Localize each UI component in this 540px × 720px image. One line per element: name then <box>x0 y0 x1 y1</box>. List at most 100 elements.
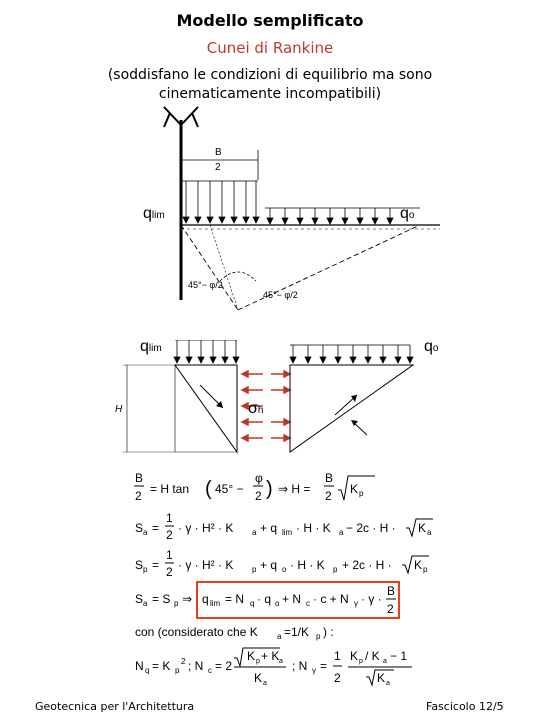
svg-text:1: 1 <box>166 548 173 562</box>
dim-2-label: 2 <box>215 162 221 173</box>
svg-text:p: p <box>423 565 428 574</box>
svg-text:) :: ) : <box>323 625 334 639</box>
svg-text:B: B <box>387 584 395 598</box>
svg-text:q: q <box>202 592 209 606</box>
qlim-label-top: qlim <box>143 205 165 222</box>
qo-label-bottom: qo <box>424 338 439 355</box>
qlim-load-arrows-bottom <box>173 340 240 364</box>
svg-text:K: K <box>418 521 426 535</box>
svg-text:=: = <box>320 659 327 673</box>
sigma-h-label: σh <box>248 400 264 417</box>
svg-text:=: = <box>152 558 159 572</box>
svg-text:q: q <box>145 666 149 675</box>
svg-text:+ 2c · H ·: + 2c · H · <box>342 558 392 572</box>
svg-text:2: 2 <box>166 528 173 542</box>
svg-text:c: c <box>306 599 310 608</box>
svg-text:S: S <box>135 558 143 572</box>
svg-text:c: c <box>208 666 212 675</box>
svg-text:lim: lim <box>282 528 293 537</box>
svg-text:⇒: ⇒ <box>182 592 192 606</box>
svg-text:a: a <box>263 680 267 687</box>
svg-text:+ K: + K <box>261 649 279 663</box>
svg-text:N: N <box>135 659 144 673</box>
height-label: H <box>115 404 123 415</box>
svg-text:2: 2 <box>325 489 332 503</box>
svg-text:· H · K: · H · K <box>296 521 331 535</box>
svg-text:K: K <box>350 482 358 496</box>
svg-text:p: p <box>174 599 179 608</box>
footer-left: Geotecnica per l'Architettura <box>35 700 195 713</box>
svg-text:K: K <box>377 671 385 685</box>
svg-text:= K: = K <box>152 659 170 673</box>
page-subtitle: Cunei di Rankine <box>206 39 334 57</box>
svg-text:a: a <box>143 599 148 608</box>
svg-text:2: 2 <box>166 565 173 579</box>
qo-load-arrows-bottom <box>289 344 414 364</box>
svg-text:a: a <box>143 528 148 537</box>
svg-text:S: S <box>135 592 143 606</box>
svg-text:− 1: − 1 <box>390 649 407 663</box>
svg-text:; N: ; N <box>292 659 307 673</box>
svg-text:o: o <box>275 599 280 608</box>
svg-text:a: a <box>279 658 283 665</box>
svg-text:1: 1 <box>334 649 341 663</box>
svg-text:· γ · H² · K: · γ · H² · K <box>178 558 233 572</box>
svg-text:=: = <box>152 521 159 535</box>
svg-text:2: 2 <box>135 489 142 503</box>
rankine-wedge-diagram-top: B 2 45°− φ/2 45°− φ/2 <box>163 106 440 311</box>
svg-text:= H tan: = H tan <box>150 482 189 496</box>
svg-text:p: p <box>359 658 363 665</box>
svg-text:K: K <box>254 671 262 685</box>
svg-text:q: q <box>250 599 254 608</box>
svg-text:p: p <box>252 565 257 574</box>
svg-text:p: p <box>316 632 321 641</box>
svg-text:φ: φ <box>255 471 263 485</box>
svg-text:a: a <box>386 680 390 687</box>
qlim-label-bottom: qlim <box>140 338 162 355</box>
svg-text:p: p <box>256 658 260 665</box>
svg-text:p: p <box>143 565 148 574</box>
svg-text:con (considerato che K: con (considerato che K <box>135 625 258 639</box>
svg-text:/ K: / K <box>365 649 380 663</box>
svg-text:p: p <box>359 489 364 498</box>
svg-text:(: ( <box>205 478 212 500</box>
qlim-load-arrows-top <box>181 180 260 224</box>
svg-text:+ N: + N <box>282 592 301 606</box>
svg-text:· c + N: · c + N <box>313 592 349 606</box>
svg-text:1: 1 <box>166 511 173 525</box>
svg-text:; N: ; N <box>188 659 203 673</box>
svg-text:B: B <box>325 471 333 485</box>
svg-text:⇒ H =: ⇒ H = <box>278 482 310 496</box>
svg-text:2: 2 <box>334 671 341 685</box>
svg-text:+ q: + q <box>260 558 277 572</box>
svg-text:· q: · q <box>257 592 271 606</box>
dim-b-label: B <box>215 147 222 158</box>
svg-text:a: a <box>339 528 344 537</box>
svg-text:a: a <box>277 632 282 641</box>
angle-label-right: 45°− φ/2 <box>263 290 298 300</box>
svg-text:a: a <box>383 658 387 665</box>
page-description: (soddisfano le condizioni di equilibrio … <box>107 67 433 102</box>
svg-text:B: B <box>135 471 143 485</box>
svg-text:a: a <box>252 528 257 537</box>
svg-text:=1/K: =1/K <box>284 625 309 639</box>
svg-text:S: S <box>135 521 143 535</box>
svg-text:· γ ·: · γ · <box>361 592 382 606</box>
svg-text:K: K <box>414 558 422 572</box>
svg-text:2: 2 <box>181 657 186 666</box>
svg-text:= 2: = 2 <box>215 659 232 673</box>
svg-text:+ q: + q <box>260 521 277 535</box>
svg-text:p: p <box>333 565 338 574</box>
svg-text:· γ · H² · K: · γ · H² · K <box>178 521 233 535</box>
svg-text:): ) <box>266 478 273 500</box>
svg-text:a: a <box>427 528 432 537</box>
svg-text:K: K <box>350 649 358 663</box>
svg-text:2: 2 <box>387 602 394 616</box>
svg-text:K: K <box>247 649 255 663</box>
angle-label-left: 45°− φ/2 <box>188 280 223 290</box>
svg-text:o: o <box>282 565 287 574</box>
sigma-h-arrows <box>240 369 292 443</box>
svg-text:45° −: 45° − <box>215 482 244 496</box>
svg-text:· H · K: · H · K <box>290 558 325 572</box>
